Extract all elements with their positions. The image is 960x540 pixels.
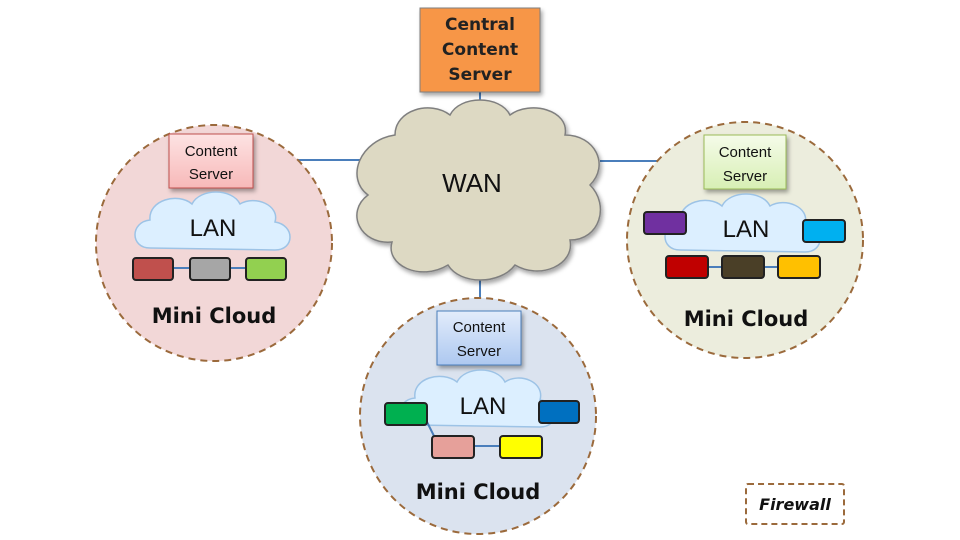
node-right-1[interactable] — [643, 211, 687, 235]
central-server-line3: Server — [448, 65, 512, 85]
node-left-2[interactable] — [189, 257, 231, 281]
lan-label-left: LAN — [190, 215, 237, 242]
content-server-box-right[interactable] — [703, 134, 787, 190]
lan-label-bottom: LAN — [460, 393, 507, 420]
node-bottom-2[interactable] — [538, 400, 580, 424]
content-server-bottom-line2: Server — [457, 343, 501, 360]
node-left-3[interactable] — [245, 257, 287, 281]
content-server-right-line2: Server — [723, 168, 767, 185]
content-server-left-line2: Server — [189, 166, 233, 183]
node-right-3[interactable] — [665, 255, 709, 279]
central-server-line1: Central — [445, 15, 515, 35]
cluster-left: Content Server LAN Mini Cloud — [132, 133, 291, 328]
node-bottom-3[interactable] — [431, 435, 475, 459]
mini-cloud-title-right: Mini Cloud — [684, 307, 809, 331]
central-server-box[interactable] — [419, 7, 541, 93]
node-bottom-1[interactable] — [384, 402, 428, 426]
node-right-4[interactable] — [721, 255, 765, 279]
node-right-5[interactable] — [777, 255, 821, 279]
legend-firewall-label: Firewall — [759, 494, 831, 514]
content-server-bottom-line1: Content — [453, 319, 506, 336]
central-server-line2: Content — [442, 40, 518, 60]
legend-firewall: Firewall — [745, 483, 845, 525]
lan-cloud-left — [134, 191, 291, 251]
cluster-right: Content Server LAN Mini Cloud — [643, 134, 846, 331]
node-left-1[interactable] — [132, 257, 174, 281]
content-server-box-bottom[interactable] — [436, 310, 522, 366]
cluster-bottom: Content Server LAN Mini Cloud — [384, 310, 580, 504]
node-bottom-4[interactable] — [499, 435, 543, 459]
content-server-box-left[interactable] — [168, 133, 254, 189]
wan-cloud — [356, 99, 601, 281]
mini-cloud-title-bottom: Mini Cloud — [416, 480, 541, 504]
lan-label-right: LAN — [723, 216, 770, 243]
content-server-right-line1: Content — [719, 144, 772, 161]
content-server-left-line1: Content — [185, 143, 238, 160]
mini-cloud-title-left: Mini Cloud — [152, 304, 277, 328]
node-right-2[interactable] — [802, 219, 846, 243]
wan-label: WAN — [442, 168, 502, 198]
